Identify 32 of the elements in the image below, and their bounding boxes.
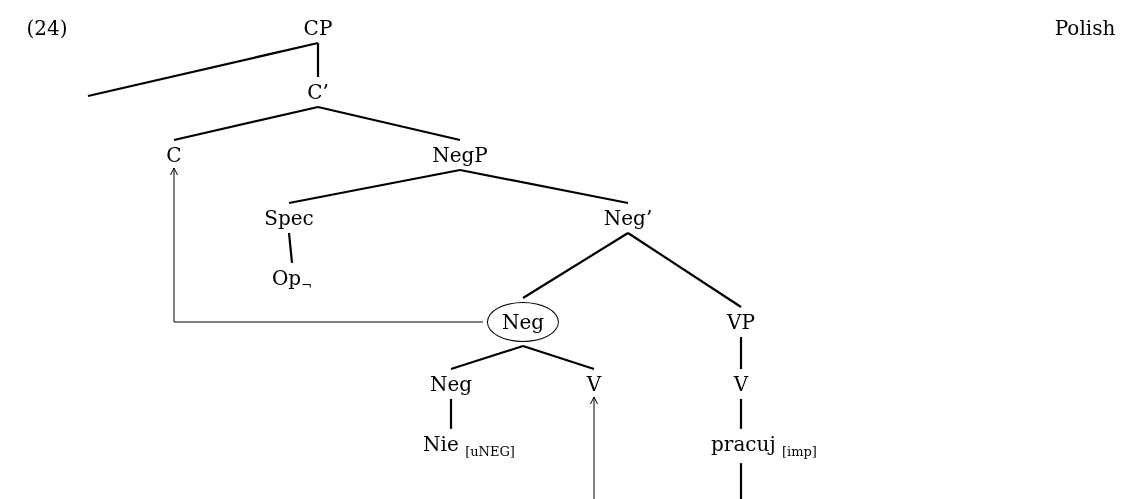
example-number: (24) <box>26 16 68 40</box>
tree-node-label: Neg’ <box>603 207 653 229</box>
tree-node-label: NegP <box>432 144 488 166</box>
tree-node-label: Spec <box>264 207 314 229</box>
tree-node-label: V <box>586 373 602 395</box>
branch-line <box>449 399 453 429</box>
movement-arrow <box>590 396 598 499</box>
branch-line <box>287 232 294 263</box>
branch-line <box>739 337 743 369</box>
tree-node-label: Op$_{¬}$ <box>271 266 313 294</box>
branch-line <box>450 344 524 371</box>
branch-line <box>173 105 319 142</box>
branch-line <box>317 105 461 142</box>
movement-arrow <box>170 167 484 323</box>
branch-line <box>87 41 319 98</box>
branch-line <box>739 463 743 499</box>
tree-node-label: C’ <box>307 81 329 103</box>
branch-line <box>522 232 629 299</box>
branch-line <box>522 344 595 371</box>
branch-line <box>316 43 320 77</box>
tree-node-label: pracuj $_{[imp]}$ <box>711 432 817 460</box>
branch-line <box>739 399 743 429</box>
language-label: Polish <box>1054 16 1116 40</box>
tree-node-label: V <box>733 373 749 395</box>
tree-node-label: CP <box>303 17 333 39</box>
tree-node-label: VP <box>727 311 755 333</box>
branch-line <box>627 232 742 308</box>
branch-line <box>288 168 461 205</box>
tree-node-label: C <box>166 144 182 166</box>
branch-line <box>459 168 629 205</box>
tree-node-label: Nie $_{[uNEG]}$ <box>423 432 515 460</box>
tree-node-label: Neg <box>429 373 473 395</box>
